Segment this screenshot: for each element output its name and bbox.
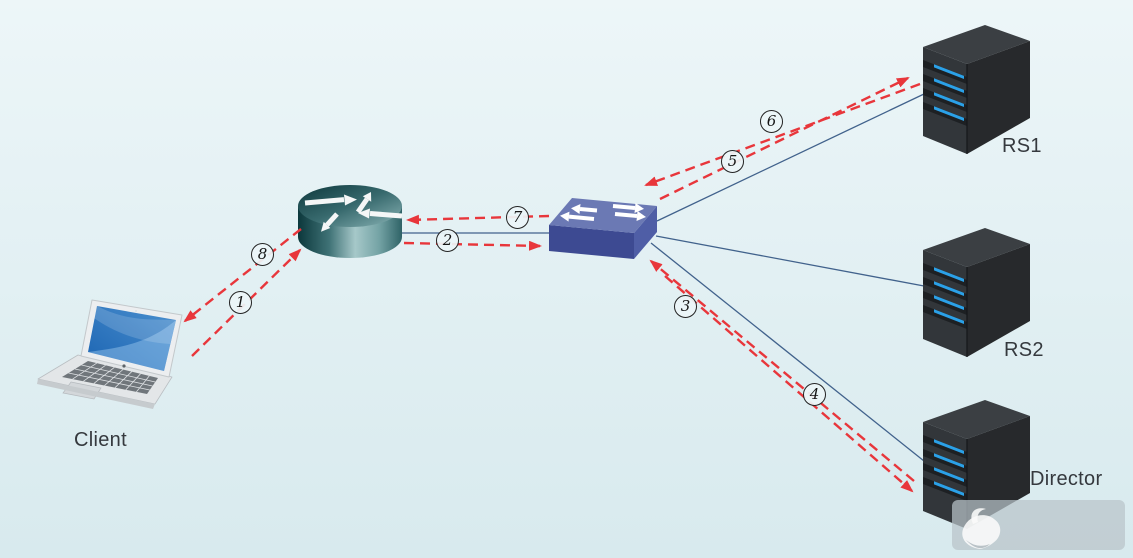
flow-step-2: 2: [436, 229, 459, 252]
server-rs2-icon[interactable]: [922, 227, 1031, 358]
flow-arrow-8-router-to-client: [183, 228, 302, 323]
link-switch-director: [650, 242, 925, 462]
rs1-label: RS1: [1002, 135, 1042, 157]
watermark-logo-icon: [962, 508, 1001, 549]
flow-step-4: 4: [803, 383, 826, 406]
switch-icon[interactable]: [549, 198, 657, 259]
flow-step-1: 1: [229, 291, 252, 314]
flow-arrow-5-rs1-to-switch: [644, 82, 921, 187]
flow-step-7: 7: [506, 206, 529, 229]
flow-step-5: 5: [721, 150, 744, 173]
flow-arrow-6-switch-to-rs1: [659, 76, 910, 201]
router-icon[interactable]: [298, 185, 403, 258]
client-laptop-icon[interactable]: [37, 299, 183, 409]
flow-arrow-4-switch-to-director: [664, 275, 914, 493]
client-label: Client: [74, 429, 127, 451]
rs2-label: RS2: [1004, 339, 1044, 361]
flow-arrow-3-director-to-switch: [649, 259, 915, 482]
link-switch-rs1: [656, 93, 925, 222]
flow-step-3: 3: [674, 295, 697, 318]
flow-step-8: 8: [251, 243, 274, 266]
director-label: Director: [1030, 468, 1103, 490]
link-switch-rs2: [655, 235, 925, 287]
flow-arrow-1-client-to-router: [191, 248, 302, 357]
watermark: [952, 500, 1125, 550]
flow-arrow-2-router-to-switch: [403, 240, 542, 251]
flow-step-6: 6: [760, 110, 783, 133]
